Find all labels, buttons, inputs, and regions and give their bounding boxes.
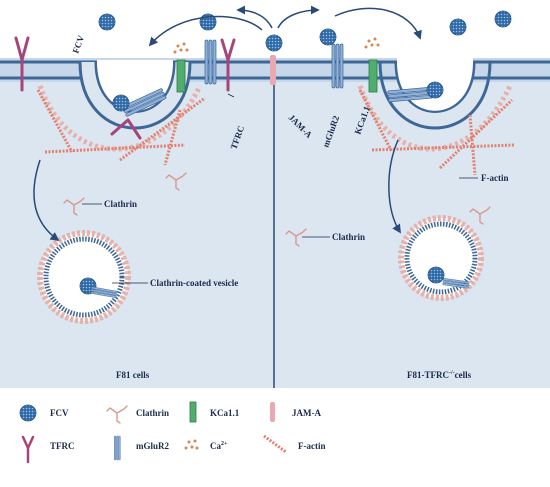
clathrin-coated-vesicle-left	[37, 230, 131, 324]
legend-tfrc-label: TFRC	[50, 441, 75, 451]
label-ccv: Clathrin-coated vesicle	[150, 278, 238, 288]
mglur2-receptor	[331, 43, 344, 89]
label-f-actin: F-actin	[481, 173, 509, 183]
calcium-ions	[173, 37, 380, 54]
label-f81-tfrc-ko-cells: F81-TFRC-/-cells	[407, 370, 472, 380]
legend-jama-label: JAM-A	[292, 408, 321, 418]
label-f81-cells: F81 cells	[116, 370, 150, 380]
label-clathrin-left: Clathrin	[104, 199, 137, 209]
legend-tfrc-icon	[21, 435, 35, 464]
f-actin-right	[358, 89, 516, 176]
fcv-virion	[494, 10, 512, 28]
clathrin-coat-left	[37, 84, 203, 152]
tfrc-receptor	[220, 38, 236, 92]
fcv-virion	[112, 94, 130, 112]
fcv-virion	[449, 18, 467, 36]
kca11-channel	[176, 59, 186, 93]
fcv-virion	[319, 28, 337, 46]
legend-jama-icon	[270, 402, 275, 422]
clathrin-coated-vesicle-right	[398, 215, 484, 301]
legend-factin-icon	[263, 434, 287, 454]
tfrc-receptor	[14, 36, 30, 92]
tfrc-receptor	[110, 118, 142, 140]
legend-calcium-icon	[184, 439, 199, 450]
pathway-arrows	[33, 5, 422, 242]
mglur2-receptor	[204, 39, 217, 85]
f-actin-left	[36, 89, 206, 166]
jama-protein	[270, 55, 276, 85]
legend-clathrin-icon	[106, 405, 128, 424]
legend-mglur2-icon	[114, 435, 121, 461]
fcv-virion	[265, 34, 283, 52]
legend-clathrin-label: Clathrin	[136, 408, 169, 418]
legend-kca11-icon	[189, 401, 197, 423]
fcv-virion	[98, 13, 116, 31]
legend-kca11-label: KCa1.1	[210, 408, 240, 418]
legend-fcv-icon	[19, 404, 37, 422]
clathrin-coat-right	[357, 84, 513, 152]
label-leaders	[82, 93, 478, 284]
legend-fcv-label: FCV	[50, 408, 69, 418]
legend-factin-label: F-actin	[298, 441, 326, 451]
kca11-channel	[368, 59, 378, 93]
legend-mglur2-label: mGluR2	[136, 441, 170, 451]
legend: FCV Clathrin KCa1.1 JAM-A TFRC mGluR2 Ca…	[19, 401, 326, 464]
label-fcv: FCV	[70, 33, 86, 54]
legend-calcium-label: Ca2+	[210, 441, 228, 451]
cytoplasm-area	[0, 58, 550, 388]
label-clathrin-right: Clathrin	[332, 232, 365, 242]
fcv-virion	[426, 81, 444, 99]
